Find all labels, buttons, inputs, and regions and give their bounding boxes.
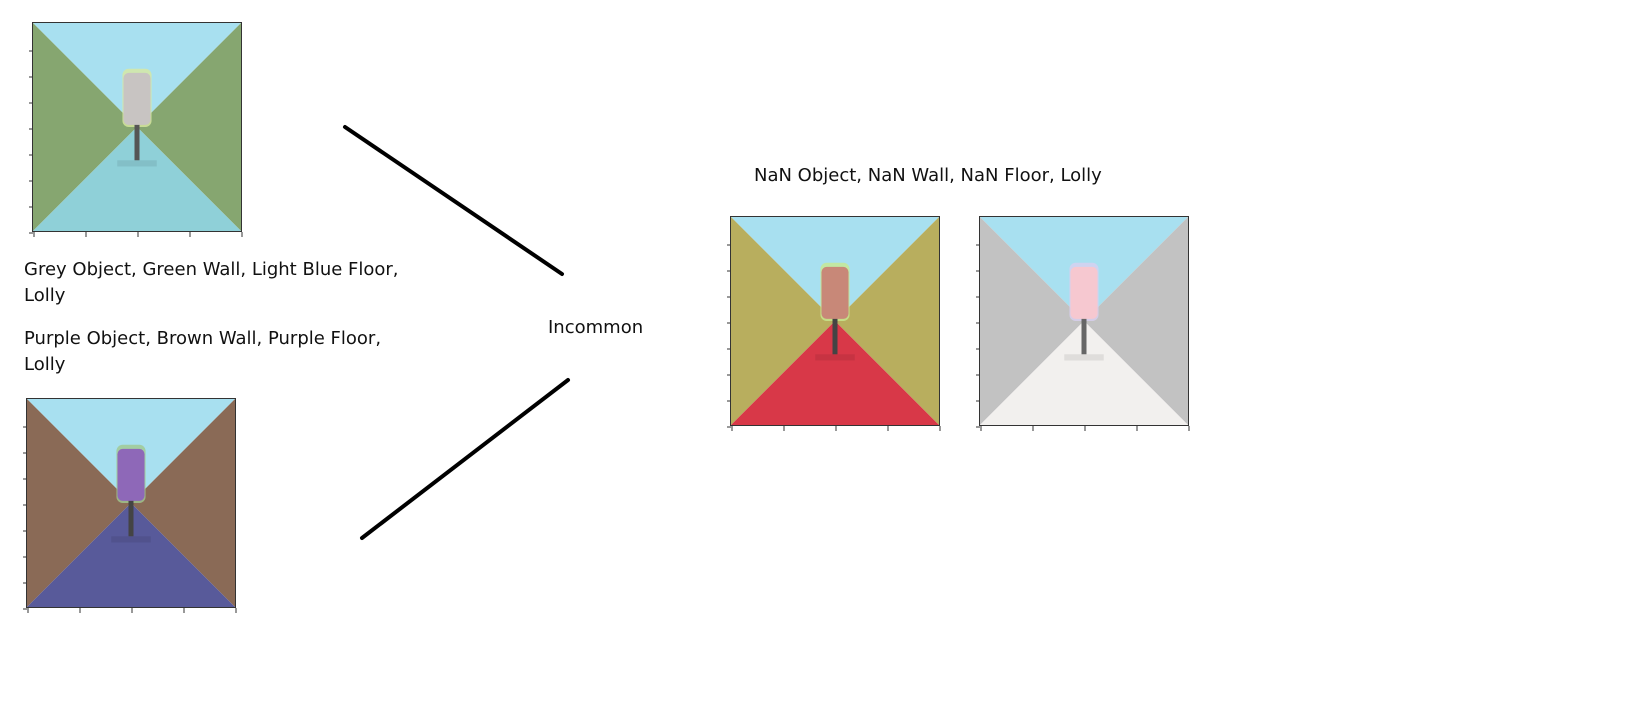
scene-nan-pink-lolly bbox=[976, 216, 1190, 431]
object-shadow bbox=[1064, 354, 1104, 361]
floor bbox=[27, 503, 235, 607]
left-wall bbox=[980, 217, 1084, 425]
lolly-object bbox=[117, 448, 145, 501]
lolly-stick bbox=[832, 316, 838, 355]
object-shadow bbox=[111, 536, 151, 543]
connector-top bbox=[343, 125, 564, 276]
label-right: NaN Object, NaN Wall, NaN Floor, Lolly bbox=[754, 165, 1102, 186]
corridor-view bbox=[33, 23, 241, 231]
scene-purple-lolly bbox=[23, 398, 237, 613]
lolly-stick bbox=[1081, 316, 1087, 355]
floor bbox=[980, 321, 1188, 425]
lolly-object bbox=[1070, 266, 1098, 319]
scene-grey-lolly bbox=[29, 22, 243, 237]
object-shadow bbox=[815, 354, 855, 361]
label-top-left: Grey Object, Green Wall, Light Blue Floo… bbox=[24, 259, 399, 306]
right-wall bbox=[131, 399, 235, 607]
corridor-view bbox=[731, 217, 939, 425]
left-wall bbox=[33, 23, 137, 231]
corridor-view bbox=[27, 399, 235, 607]
lolly-stick bbox=[128, 498, 134, 537]
floor bbox=[33, 127, 241, 231]
scene-nan-red-lolly bbox=[727, 216, 941, 431]
label-bottom-left: Purple Object, Brown Wall, Purple Floor,… bbox=[24, 328, 382, 375]
lolly-object bbox=[821, 266, 849, 319]
lolly-object bbox=[123, 72, 151, 125]
connector-bottom bbox=[360, 378, 570, 540]
left-wall bbox=[27, 399, 131, 607]
floor bbox=[731, 321, 939, 425]
object-shadow bbox=[117, 160, 157, 167]
corridor-view bbox=[980, 217, 1188, 425]
left-wall bbox=[731, 217, 835, 425]
right-wall bbox=[835, 217, 939, 425]
lolly-stick bbox=[134, 122, 140, 161]
right-wall bbox=[137, 23, 241, 231]
label-center: Incommon bbox=[548, 317, 644, 338]
right-wall bbox=[1084, 217, 1188, 425]
